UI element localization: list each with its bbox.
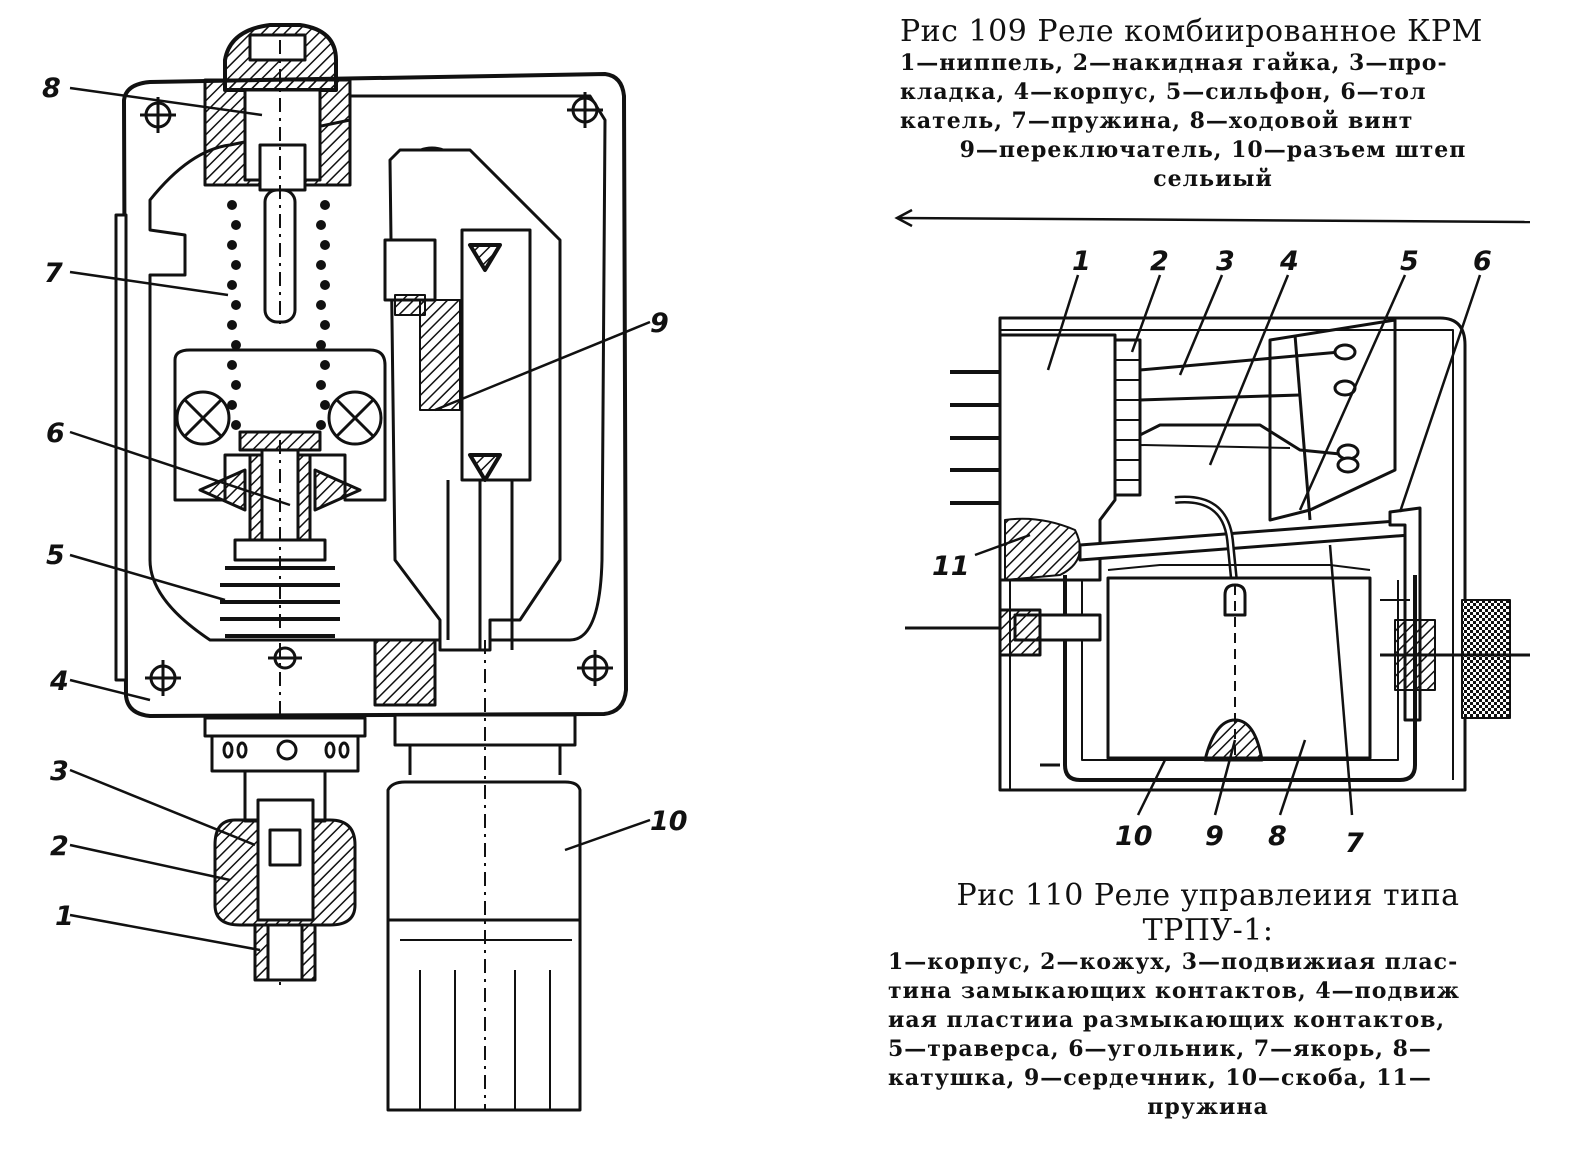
fig109-leaders [69, 86, 651, 952]
callout-110-3: 3 [1216, 246, 1235, 277]
armature [1078, 518, 1412, 562]
callout-109-9: 9 [650, 308, 669, 339]
callout-110-9: 9 [1205, 821, 1224, 852]
legend-line: 1—корпус, 2—кожух, 3—подвижиая плас- [888, 949, 1459, 975]
separator-arrow [894, 208, 1531, 228]
housing-outline [122, 72, 628, 718]
callout-110-10: 10 [1115, 821, 1153, 852]
callout-110-11: 11 [932, 551, 970, 582]
callout-110-8: 8 [1268, 821, 1287, 852]
plug-connector [386, 780, 582, 1112]
spring [227, 200, 330, 430]
housing-inner [148, 94, 607, 642]
callout-109-1: 1 [55, 901, 74, 932]
callout-110-1: 1 [1072, 246, 1091, 277]
legend-line: 1—ниппель, 2—накидная гайка, 3—про- [900, 50, 1448, 76]
callout-109-6: 6 [46, 418, 65, 449]
legend-line: иая пластииа размыкающих контактов, [888, 1007, 1446, 1033]
core-tip [1223, 583, 1247, 617]
callout-110-6: 6 [1473, 246, 1492, 277]
legend-line: пружина [1147, 1094, 1269, 1120]
corner-bolts [140, 92, 613, 696]
legend-line: тина замыкающих контактов, 4—подвиж [888, 978, 1460, 1004]
terminal-pins [950, 370, 1000, 505]
callout-109-5: 5 [46, 540, 65, 571]
figure-110-caption: Рис 110 Реле управлеиия типа ТРПУ-1: 1—к… [888, 878, 1528, 1122]
callout-109-10: 10 [650, 806, 688, 837]
figure-109-drawing [69, 23, 651, 1112]
figure-110-callouts: 1 2 3 4 5 6 11 10 9 8 7 [932, 246, 1492, 859]
legend-line: кладка, 4—корпус, 5—сильфон, 6—тол [900, 79, 1427, 105]
callout-109-2: 2 [50, 831, 69, 862]
legend-line: 5—траверса, 6—угольник, 7—якорь, 8— [888, 1036, 1432, 1062]
fig110-leaders [974, 274, 1482, 816]
fitting-collar [203, 716, 367, 738]
figure-110-drawing [905, 274, 1530, 816]
figure-110-legend: 1—корпус, 2—кожух, 3—подвижиая плас- тин… [888, 948, 1528, 1122]
bracket-scoba [1063, 575, 1417, 782]
callout-110-7: 7 [1345, 828, 1364, 859]
legend-line: катель, 7—пружина, 8—ходовой винт [900, 108, 1414, 134]
callout-109-3: 3 [50, 756, 69, 787]
legend-line: 9—переключатель, 10—разъем штеп [959, 137, 1467, 163]
figure-109-legend: 1—ниппель, 2—накидная гайка, 3—про- клад… [900, 49, 1526, 194]
figure-110-title: Рис 110 Реле управлеиия типа ТРПУ-1: [888, 878, 1528, 948]
base-block [373, 638, 437, 707]
spring-11 [1004, 517, 1081, 581]
figure-109-title: Рис 109 Реле комбиированное КРМ [900, 14, 1483, 49]
legend-line: сельиый [1153, 166, 1273, 192]
adjust-knob [1461, 599, 1511, 719]
callout-110-2: 2 [1150, 246, 1169, 277]
callout-109-8: 8 [42, 73, 61, 104]
switch-block [383, 238, 437, 302]
callout-110-5: 5 [1400, 246, 1419, 277]
callout-109-7: 7 [44, 258, 63, 289]
figure-110-title-line2: ТРПУ-1: [1142, 913, 1274, 948]
callout-109-4: 4 [49, 666, 69, 697]
callout-110-4: 4 [1279, 246, 1299, 277]
figure-109-caption: Рис 109 Реле комбиированное КРМ 1—ниппел… [900, 14, 1526, 194]
legend-line: катушка, 9—сердечник, 10—скоба, 11— [888, 1065, 1432, 1091]
figure-109-callouts: 8 7 9 6 5 4 3 2 1 10 [42, 73, 688, 932]
figure-110-title-line1: Рис 110 Реле управлеиия типа [956, 878, 1460, 913]
traverse [1268, 318, 1397, 522]
